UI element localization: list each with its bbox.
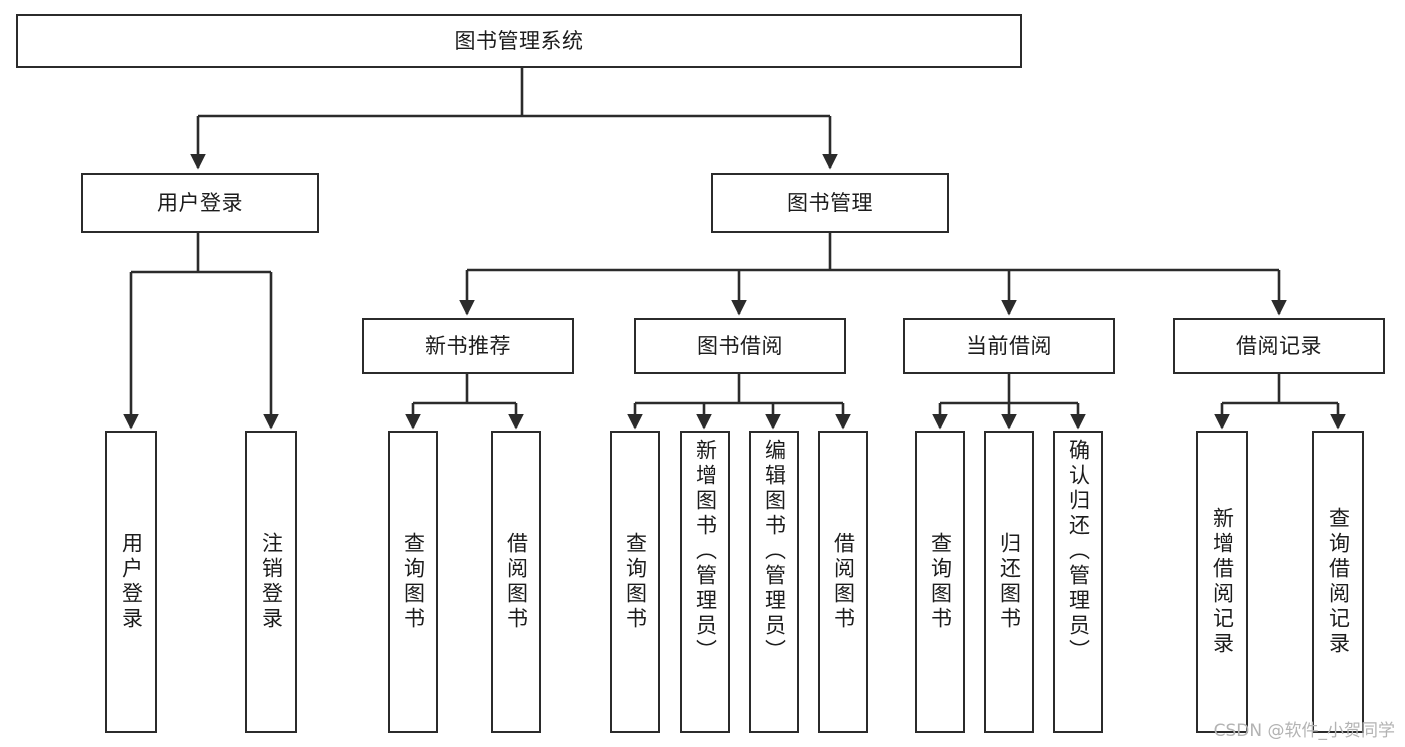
node-root-label: 图书管理系统 bbox=[454, 28, 584, 53]
node-borrow-record[interactable]: 借阅记录 bbox=[1173, 318, 1385, 374]
node-book-manage[interactable]: 图书管理 bbox=[711, 173, 949, 233]
node-new-book-recommend[interactable]: 新书推荐 bbox=[362, 318, 574, 374]
node-leaf-borrow-book-1[interactable]: 借阅图书 bbox=[491, 431, 541, 733]
node-leaf-return-book[interactable]: 归还图书 bbox=[984, 431, 1034, 733]
node-leaf-borrow-book-1-label: 借阅图书 bbox=[504, 532, 529, 632]
node-leaf-edit-book-label: 编辑图书（管理员） bbox=[762, 439, 787, 664]
watermark: CSDN @软件_小贺同学 bbox=[1213, 721, 1395, 741]
node-leaf-query-book-3[interactable]: 查询图书 bbox=[915, 431, 965, 733]
node-book-borrow[interactable]: 图书借阅 bbox=[634, 318, 846, 374]
node-leaf-query-record[interactable]: 查询借阅记录 bbox=[1312, 431, 1364, 733]
node-leaf-add-book[interactable]: 新增图书（管理员） bbox=[680, 431, 730, 733]
node-book-borrow-label: 图书借阅 bbox=[697, 333, 783, 358]
node-borrow-record-label: 借阅记录 bbox=[1236, 333, 1322, 358]
node-current-borrow[interactable]: 当前借阅 bbox=[903, 318, 1115, 374]
node-leaf-query-book-1-label: 查询图书 bbox=[401, 532, 426, 632]
node-leaf-add-book-label: 新增图书（管理员） bbox=[693, 439, 718, 664]
node-leaf-confirm-return[interactable]: 确认归还（管理员） bbox=[1053, 431, 1103, 733]
node-leaf-add-record[interactable]: 新增借阅记录 bbox=[1196, 431, 1248, 733]
node-new-book-recommend-label: 新书推荐 bbox=[425, 333, 511, 358]
node-leaf-add-record-label: 新增借阅记录 bbox=[1210, 507, 1235, 657]
node-leaf-confirm-return-label: 确认归还（管理员） bbox=[1066, 439, 1091, 664]
node-leaf-borrow-book-2[interactable]: 借阅图书 bbox=[818, 431, 868, 733]
node-user-login[interactable]: 用户登录 bbox=[81, 173, 319, 233]
node-leaf-user-login-label: 用户登录 bbox=[119, 532, 144, 632]
node-leaf-query-book-2-label: 查询图书 bbox=[623, 532, 648, 632]
node-user-login-label: 用户登录 bbox=[157, 190, 243, 215]
node-root[interactable]: 图书管理系统 bbox=[16, 14, 1022, 68]
node-current-borrow-label: 当前借阅 bbox=[966, 333, 1052, 358]
node-leaf-return-book-label: 归还图书 bbox=[997, 532, 1022, 632]
node-leaf-query-book-1[interactable]: 查询图书 bbox=[388, 431, 438, 733]
node-leaf-user-login[interactable]: 用户登录 bbox=[105, 431, 157, 733]
node-leaf-edit-book[interactable]: 编辑图书（管理员） bbox=[749, 431, 799, 733]
node-book-manage-label: 图书管理 bbox=[787, 190, 873, 215]
node-leaf-borrow-book-2-label: 借阅图书 bbox=[831, 532, 856, 632]
node-leaf-logout[interactable]: 注销登录 bbox=[245, 431, 297, 733]
node-leaf-logout-label: 注销登录 bbox=[259, 532, 284, 632]
node-leaf-query-record-label: 查询借阅记录 bbox=[1326, 507, 1351, 657]
node-leaf-query-book-3-label: 查询图书 bbox=[928, 532, 953, 632]
node-leaf-query-book-2[interactable]: 查询图书 bbox=[610, 431, 660, 733]
